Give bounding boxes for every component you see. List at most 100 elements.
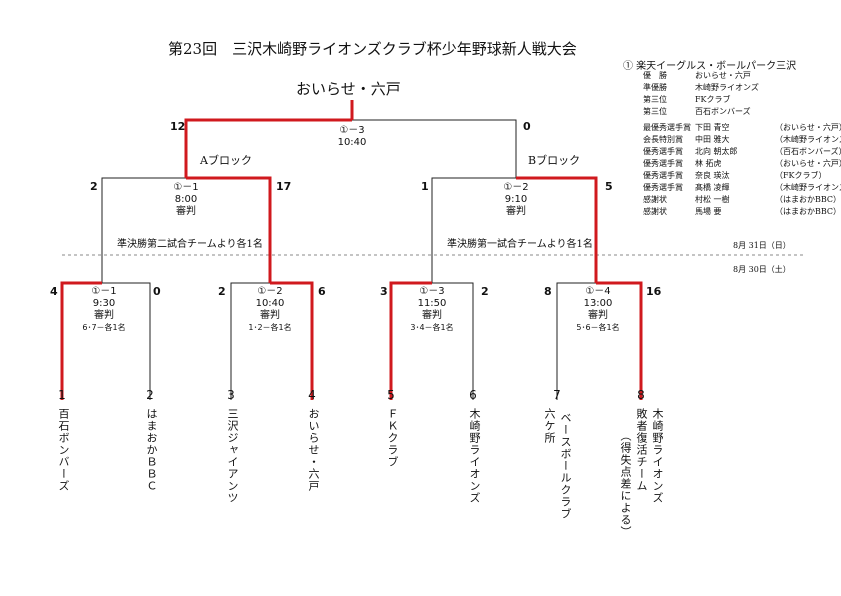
result-team: （FKクラブ）: [775, 171, 827, 180]
team-1-name: 百石ボンバーズ: [57, 408, 70, 492]
result-team: （はまおかBBC）: [775, 195, 841, 204]
final-label: ①－3: [339, 125, 365, 136]
semi-b-score-right: 5: [605, 180, 613, 193]
results-row: 感謝状馬場 要（はまおかBBC）: [643, 206, 841, 218]
final-score-right: 0: [523, 120, 531, 133]
results-row: 第三位 FKクラブ: [643, 94, 841, 106]
final-score-left: 12: [170, 120, 186, 133]
final-line-loser: [352, 119, 517, 178]
date-day1: 8月 30日（土）: [733, 265, 791, 274]
r1-g4-score-left: 8: [544, 285, 552, 298]
results-row: 優秀選手賞林 拓虎（おいらせ・六戸）: [643, 158, 841, 170]
seed-5: 5: [387, 388, 395, 402]
result-name: 下田 青空: [695, 123, 730, 132]
result-label: 準優勝: [643, 83, 667, 92]
result-name: 百石ボンバーズ: [695, 107, 751, 116]
page-title: 第23回 三沢木崎野ライオンズクラブ杯少年野球新人戦大会: [168, 40, 577, 58]
team-2-name: はまおかＢＢＣ: [145, 408, 158, 492]
result-label: 感謝状: [643, 195, 667, 204]
semi-lines: [101, 177, 516, 283]
r1-g3-time: 11:50: [417, 298, 447, 309]
r1-g2-refnote: 1･2－各1名: [248, 323, 292, 332]
result-label: 第三位: [643, 95, 667, 104]
r1-g4-time: 13:00: [583, 298, 613, 309]
result-label: 優秀選手賞: [643, 147, 683, 156]
r1-g3-info: ①－3 11:50 審判 3･4－各1名: [410, 286, 453, 334]
r1-g1-time: 9:30: [92, 298, 116, 309]
final-info: ①－3 10:40: [338, 125, 367, 149]
team-4-name: おいらせ・六戸: [307, 408, 320, 492]
r1-g2-time: 10:40: [255, 298, 285, 309]
r1-g3-label: ①－3: [419, 286, 445, 297]
seed-1: 1: [58, 388, 66, 402]
result-name: 髙橋 凌輝: [695, 183, 730, 192]
result-name: FKクラブ: [695, 95, 731, 104]
r1-g3-score-right: 2: [481, 285, 489, 298]
result-name: おいらせ・六戸: [695, 71, 751, 80]
r1-g4-label: ①－4: [585, 286, 611, 297]
r1-g1-label: ①－1: [91, 286, 117, 297]
team-8-name-b: 敗者復活チーム: [635, 408, 648, 492]
r1-g2-score-left: 2: [218, 285, 226, 298]
results-row: 第三位 百石ボンバーズ: [643, 106, 841, 118]
date-day2: 8月 31日（日）: [733, 241, 791, 250]
r1-g1-referee: 審判: [94, 310, 114, 321]
r1-g4-referee: 審判: [588, 310, 608, 321]
r1-g1-refnote: 6･7－各1名: [82, 323, 126, 332]
team-6-name: 木崎野ライオンズ: [468, 408, 481, 504]
semi-a-score-right: 17: [276, 180, 292, 193]
team-8-name-c: （得失点差による）: [619, 430, 632, 538]
result-label: 最優秀選手賞: [643, 123, 691, 132]
results-row: 優秀選手賞 奈良 瑛汰 （FKクラブ）: [643, 170, 841, 182]
results-row: 会長特別賞 中田 雅大 （木崎野ライオンズ）: [643, 134, 841, 146]
block-b-label: Bブロック: [528, 154, 581, 167]
team-3-name: 三沢ジャイアンツ: [226, 408, 239, 504]
result-label: 優秀選手賞: [643, 171, 683, 180]
block-a-label: Aブロック: [200, 154, 252, 167]
results-row: 最優秀選手賞下田 青空 （おいらせ・六戸）: [643, 122, 841, 134]
result-team: （木崎野ライオンズ）: [775, 183, 841, 192]
results-row: 優秀選手賞 北向 朝太郎 （百石ボンバーズ）: [643, 146, 841, 158]
result-name: 林 拓虎: [695, 159, 722, 168]
seed-7: 7: [553, 388, 561, 402]
r1-g3-score-left: 3: [380, 285, 388, 298]
r1-g1-score-left: 4: [50, 285, 58, 298]
r1-g4-refnote: 5･6－各1名: [576, 323, 620, 332]
semi-b-info: ①－2 9:10 審判: [503, 182, 528, 218]
result-team: （はまおかBBC）: [775, 207, 841, 216]
result-label: 感謝状: [643, 207, 667, 216]
semi-a-time: 8:00: [174, 194, 198, 205]
result-label: 優秀選手賞: [643, 183, 683, 192]
results-row: 優 勝おいらせ・六戸: [643, 70, 841, 82]
team-7-name-b: 六ケ所: [543, 408, 556, 444]
result-label: 会長特別賞: [643, 135, 683, 144]
r1-g2-score-right: 6: [318, 285, 326, 298]
result-team: （木崎野ライオンズ）: [775, 135, 841, 144]
champion-name: おいらせ・六戸: [296, 80, 401, 98]
seed-4: 4: [308, 388, 316, 402]
result-team: （おいらせ・六戸）: [775, 123, 841, 132]
result-name: 北向 朝太郎: [695, 147, 738, 156]
final-time: 10:40: [337, 137, 367, 148]
r1-g2-label: ①－2: [257, 286, 283, 297]
semi-a-note: 準決勝第二試合チームより各1名: [117, 239, 263, 250]
first-round-lines: [102, 282, 596, 400]
semi-a-label: ①－1: [173, 182, 199, 193]
r1-g4-info: ①－4 13:00 審判 5･6－各1名: [576, 286, 619, 334]
semi-b-note: 準決勝第一試合チームより各1名: [447, 239, 593, 250]
result-name: 奈良 瑛汰: [695, 171, 730, 180]
semi-b-score-left: 1: [421, 180, 429, 193]
semi-b-time: 9:10: [504, 194, 528, 205]
result-label: 第三位: [643, 107, 667, 116]
r1-g2-referee: 審判: [260, 310, 280, 321]
r1-g1-info: ①－1 9:30 審判 6･7－各1名: [82, 286, 125, 334]
semi-a-score-left: 2: [90, 180, 98, 193]
r1-g2-info: ①－2 10:40 審判 1･2－各1名: [248, 286, 291, 334]
result-team: （おいらせ・六戸）: [775, 159, 841, 168]
result-team: （百石ボンバーズ）: [775, 147, 841, 156]
results-row: 準優勝木崎野ライオンズ: [643, 82, 841, 94]
r1-g4-score-right: 16: [646, 285, 662, 298]
r1-g1-score-right: 0: [153, 285, 161, 298]
result-name: 中田 雅大: [695, 135, 730, 144]
